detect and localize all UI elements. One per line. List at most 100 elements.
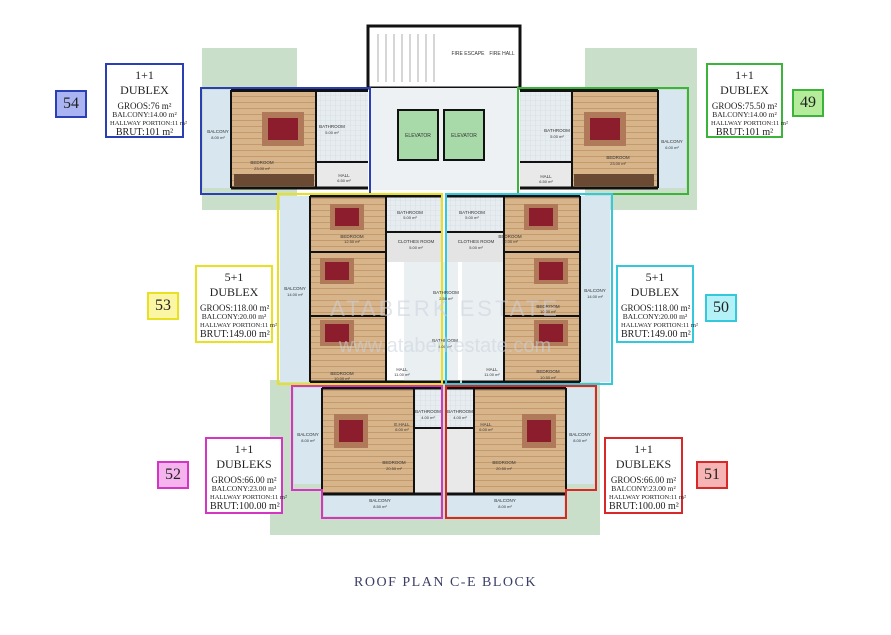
unit-50-hallway: HALLWAY PORTION:11 m² [621,321,698,329]
svg-text:10.00 m²: 10.00 m² [334,376,350,381]
stair-core [366,24,522,90]
unit-51-number: 51 [696,461,728,489]
unit-53-info: 5+1 DUBLEX GROOS:118.00 m² BALCONY:20.00… [195,265,277,343]
svg-text:23.00 m²: 23.00 m² [610,161,626,166]
u54-hall: HALL [338,173,350,178]
unit-52-hallway: HALLWAY PORTION:11 m² [210,493,287,501]
unit-49-plan: BALCONY 6.00 m² BEDROOM 23.00 m² BATHROO… [517,87,689,195]
unit-54-plan: BALCONY 8.00 m² BEDROOM 23.00 m² BATHROO… [200,87,371,195]
svg-text:6.50 m²: 6.50 m² [337,178,351,183]
unit-51-groos: GROOS:66.00 m² [610,475,677,485]
u53-clothes-room: CLOTHES ROOM [398,239,435,244]
u50-bathroom: BATHROOM [459,210,485,215]
svg-text:11.00 m²: 11.00 m² [484,372,500,377]
svg-text:5.00 m²: 5.00 m² [465,215,479,220]
u53-bedroom-1: BEDROOM [340,234,364,239]
fire-hall-label: FIRE HALL [489,51,515,57]
svg-text:6.00 m²: 6.00 m² [665,145,679,150]
unit-54-groos: GROOS:76 m² [117,101,172,111]
watermark-brand: ATABERK ESTATE [330,296,560,321]
unit-49-title: 1+1 DUBLEX [720,68,769,97]
svg-text:8.00 m²: 8.00 m² [498,504,512,509]
fire-escape-label: FIRE ESCAPE [451,51,485,57]
u53-bathroom: BATHROOM [397,210,423,215]
unit-51-balcony: BALCONY:23.00 m² [611,484,676,494]
unit-52-brut: BRUT:100.00 m² [210,501,280,513]
unit-54-brut: BRUT:101 m² [115,127,174,139]
svg-text:14.00 m²: 14.00 m² [587,294,603,299]
svg-text:6.00 m²: 6.00 m² [395,427,409,432]
unit-52-balcony: BALCONY:23.00 m² [211,484,277,494]
unit-50-title: 5+1 DUBLEX [630,270,680,299]
unit-53-balcony: BALCONY:20.00 m² [201,312,267,322]
unit-52-title: 1+1 DUBLEKS [216,442,272,471]
u51-balcony-2: BALCONY [494,498,516,503]
u52-hall: E.HALL [394,422,410,427]
unit-50-plan: BALCONY 14.00 m² BEDROOM 12.00 m² BEDROO… [433,193,613,385]
unit-49-brut: BRUT:101 m² [715,127,774,139]
elevator-1 [397,109,439,161]
u52-balcony-2: BALCONY [369,498,391,503]
unit-52-groos: GROOS:66.00 m² [211,475,277,485]
svg-text:8.00 m²: 8.00 m² [573,438,587,443]
unit-54-hallway: HALLWAY PORTION:11 m² [110,119,187,127]
unit-54-info: 1+1 DUBLEX GROOS:76 m² BALCONY:14.00 m² … [105,63,187,139]
unit-50-info: 5+1 DUBLEX GROOS:118.00 m² BALCONY:20.00… [616,265,698,343]
svg-text:8.50 m²: 8.50 m² [373,504,387,509]
u52-bathroom: BATHROOM [415,409,441,414]
unit-49-info: 1+1 DUBLEX GROOS:75.50 m² BALCONY:14.00 … [706,63,788,139]
svg-text:6.50 m²: 6.50 m² [539,179,553,184]
svg-text:11.00 m²: 11.00 m² [394,372,410,377]
svg-text:20.50 m²: 20.50 m² [386,466,402,471]
svg-text:5.00 m²: 5.00 m² [550,134,564,139]
svg-text:5.00 m²: 5.00 m² [469,245,483,250]
u49-balcony: BALCONY [661,139,683,144]
unit-49-groos: GROOS:75.50 m² [711,101,778,111]
u50-bedroom-2: BEDROOM [536,304,560,309]
unit-51-info: 1+1 DUBLEKS GROOS:66.00 m² BALCONY:23.00… [604,437,686,514]
unit-50-groos: GROOS:118.00 m² [621,303,691,313]
u50-bedroom-1: BEDROOM [498,234,522,239]
unit-51-brut: BRUT:100.00 m² [609,501,679,513]
unit-49-hallway: HALLWAY PORTION:11 m² [711,119,788,127]
u51-bathroom: BATHROOM [447,409,473,414]
u51-bedroom: BEDROOM [492,460,516,465]
u54-bedroom: BEDROOM [250,160,274,165]
u52-bedroom: BEDROOM [382,460,406,465]
svg-text:10.50 m²: 10.50 m² [540,375,556,380]
svg-text:10.00 m²: 10.00 m² [540,309,556,314]
svg-text:4.00 m²: 4.00 m² [421,415,435,420]
unit-49-number: 49 [792,89,824,117]
svg-text:12.00 m²: 12.00 m² [502,239,518,244]
u50-balcony: BALCONY [584,288,606,293]
u51-hall: HALL [480,422,492,427]
u51-balcony: BALCONY [569,432,591,437]
svg-text:5.00 m²: 5.00 m² [409,245,423,250]
unit-51-hallway: HALLWAY PORTION:11 m² [609,493,686,501]
watermark-url: www.ataberkestate.com [338,335,551,357]
u53-bedroom-3: BEDROOM [330,371,354,376]
u49-hall: HALL [540,174,552,179]
u54-bathroom: BATHROOM [319,124,345,129]
unit-50-brut: BRUT:149.00 m² [621,329,691,341]
elevator-2-label: ELEVATOR [451,133,477,139]
svg-text:14.00 m²: 14.00 m² [287,292,303,297]
svg-text:5.00 m²: 5.00 m² [325,130,339,135]
svg-text:2.50 m²: 2.50 m² [439,296,453,301]
svg-text:23.00 m²: 23.00 m² [254,166,270,171]
unit-53-brut: BRUT:149.00 m² [200,329,270,341]
svg-text:8.00 m²: 8.00 m² [301,438,315,443]
unit-52-info: 1+1 DUBLEKS GROOS:66.00 m² BALCONY:23.00… [205,437,287,514]
unit-50-balcony: BALCONY:20.00 m² [622,312,688,322]
unit-52-plan: BALCONY 8.00 m² BALCONY 8.50 m² BEDROOM … [291,385,443,519]
u53-balcony: BALCONY [284,286,306,291]
unit-54-number: 54 [55,90,87,118]
u50-bathroom-2: BATHROOM [433,290,459,295]
svg-text:8.00 m²: 8.00 m² [211,135,225,140]
unit-52-number: 52 [157,461,189,489]
unit-53-plan: BALCONY 14.00 m² BEDROOM 12.50 m² BEDROO… [277,193,460,385]
elevator-1-label: ELEVATOR [405,133,431,139]
u50-bedroom-3: BEDROOM [536,369,560,374]
